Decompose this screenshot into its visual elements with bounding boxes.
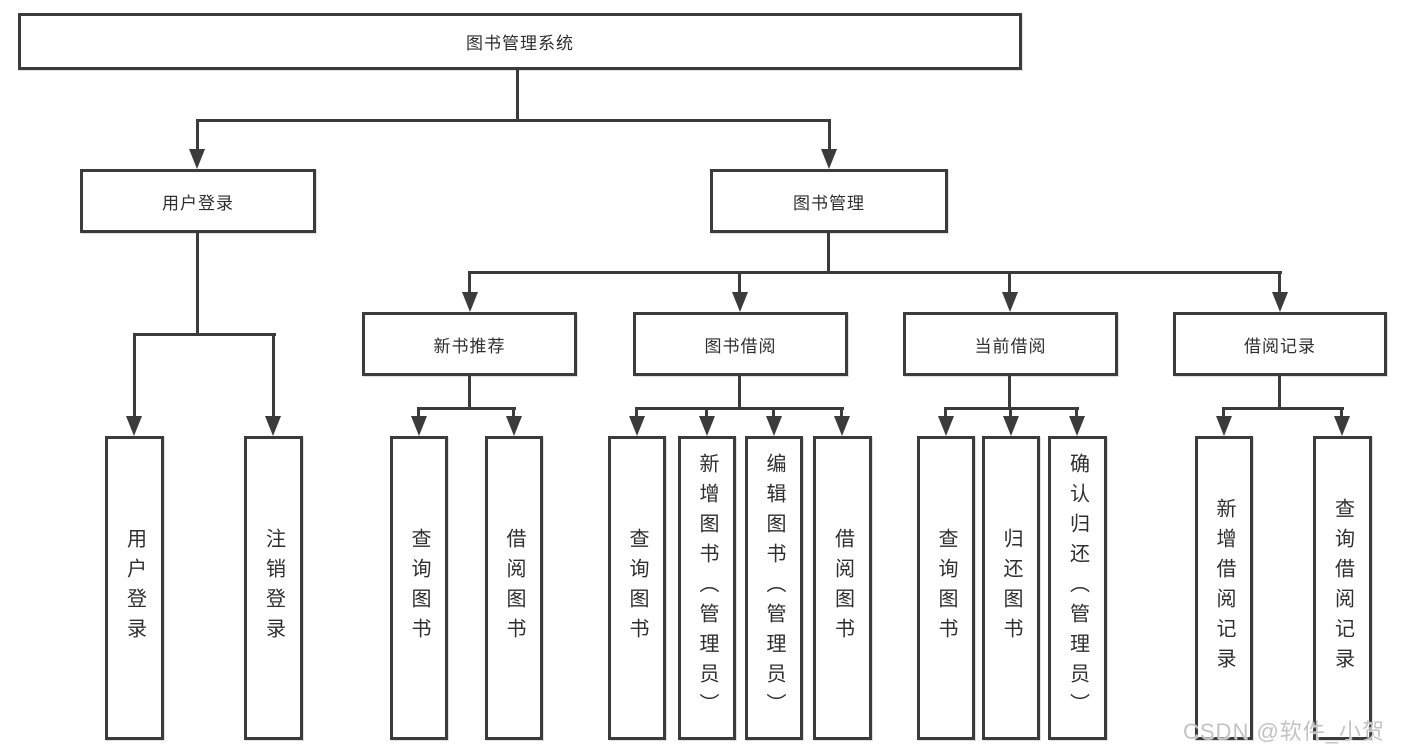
arrow-down-icon [411, 416, 427, 436]
arrow-down-icon [1272, 292, 1288, 312]
arrow-down-icon [1069, 416, 1085, 436]
leaf-logout-label: 注销登录 [262, 528, 285, 648]
node-user-login: 用户登录 [80, 169, 316, 233]
arrow-down-icon [1216, 416, 1232, 436]
connector-line [196, 119, 199, 153]
connector-line [1223, 407, 1344, 410]
connector-line [828, 119, 831, 153]
leaf-br-query-label: 查询借阅记录 [1331, 498, 1354, 678]
node-root: 图书管理系统 [18, 13, 1022, 70]
connector-line [705, 407, 708, 419]
node-book-mgmt: 图书管理 [710, 169, 948, 233]
node-new-rec-label: 新书推荐 [433, 336, 506, 356]
connector-line [196, 119, 831, 122]
arrow-down-icon [126, 416, 142, 436]
leaf-user-login-label: 用户登录 [123, 528, 146, 648]
arrow-down-icon [1334, 416, 1350, 436]
leaf-rec-borrow-label: 借阅图书 [503, 528, 525, 648]
leaf-cb-query-label: 查询图书 [935, 528, 957, 648]
connector-line [417, 407, 420, 419]
node-book-borrow: 图书借阅 [633, 312, 848, 376]
node-borrow-records: 借阅记录 [1173, 312, 1387, 376]
arrow-down-icon [834, 416, 850, 436]
leaf-bb-borrow-label: 借阅图书 [831, 528, 854, 648]
connector-line [840, 407, 843, 419]
node-current-borrow-label: 当前借阅 [974, 336, 1047, 356]
arrow-down-icon [462, 292, 478, 312]
connector-line [1075, 407, 1078, 419]
connector-line [512, 407, 515, 419]
arrow-down-icon [821, 149, 837, 169]
leaf-cb-return-label: 归还图书 [1000, 528, 1022, 648]
node-current-borrow: 当前借阅 [903, 312, 1118, 376]
leaf-bb-edit: 编辑图书（管理员） [745, 436, 803, 740]
csdn-watermark: CSDN @软件_小贺同学 [1183, 719, 1386, 744]
connector-line [738, 271, 741, 295]
connector-line [468, 374, 471, 409]
node-user-login-label: 用户登录 [162, 193, 234, 213]
node-book-borrow-label: 图书借阅 [704, 336, 777, 356]
leaf-br-query: 查询借阅记录 [1313, 436, 1372, 740]
connector-line [133, 333, 136, 419]
connector-line [1222, 407, 1225, 419]
leaf-bb-edit-label: 编辑图书（管理员） [763, 453, 785, 723]
connector-line [469, 271, 1282, 274]
connector-line [636, 407, 844, 410]
connector-line [1008, 374, 1011, 409]
connector-line [1340, 407, 1343, 419]
connector-line [1009, 407, 1012, 419]
leaf-user-login: 用户登录 [105, 436, 164, 740]
leaf-cb-query: 查询图书 [917, 436, 975, 740]
leaf-rec-query-label: 查询图书 [408, 528, 430, 648]
leaf-bb-query-label: 查询图书 [626, 528, 648, 648]
connector-line [944, 407, 947, 419]
connector-line [272, 333, 275, 419]
connector-line [468, 271, 471, 295]
connector-line [1278, 374, 1281, 409]
connector-line [196, 231, 199, 336]
node-root-label: 图书管理系统 [466, 34, 574, 53]
arrow-down-icon [506, 416, 522, 436]
leaf-bb-add-label: 新增图书（管理员） [696, 453, 718, 723]
node-new-rec: 新书推荐 [362, 312, 577, 376]
leaf-cb-return: 归还图书 [982, 436, 1040, 740]
leaf-rec-borrow: 借阅图书 [485, 436, 543, 740]
connector-line [1278, 271, 1281, 295]
connector-line [635, 407, 638, 419]
arrow-down-icon [766, 416, 782, 436]
leaf-logout: 注销登录 [244, 436, 303, 740]
connector-line [738, 374, 741, 409]
leaf-br-add: 新增借阅记录 [1195, 436, 1253, 740]
leaf-cb-confirm-label: 确认归还（管理员） [1066, 453, 1089, 723]
connector-line [945, 407, 1079, 410]
leaf-cb-confirm: 确认归还（管理员） [1048, 436, 1107, 740]
leaf-br-add-label: 新增借阅记录 [1213, 498, 1235, 678]
leaf-bb-query: 查询图书 [608, 436, 666, 740]
leaf-rec-query: 查询图书 [390, 436, 448, 740]
arrow-down-icon [1003, 416, 1019, 436]
arrow-down-icon [699, 416, 715, 436]
connector-line [133, 333, 276, 336]
arrow-down-icon [1002, 292, 1018, 312]
leaf-bb-add: 新增图书（管理员） [678, 436, 736, 740]
connector-line [1008, 271, 1011, 295]
leaf-bb-borrow: 借阅图书 [813, 436, 872, 740]
arrow-down-icon [265, 416, 281, 436]
arrow-down-icon [629, 416, 645, 436]
connector-line [516, 68, 519, 121]
arrow-down-icon [189, 149, 205, 169]
connector-line [827, 231, 830, 274]
arrow-down-icon [732, 292, 748, 312]
arrow-down-icon [938, 416, 954, 436]
node-book-mgmt-label: 图书管理 [793, 193, 865, 213]
node-borrow-records-label: 借阅记录 [1244, 336, 1316, 356]
connector-line [418, 407, 516, 410]
connector-line [772, 407, 775, 419]
